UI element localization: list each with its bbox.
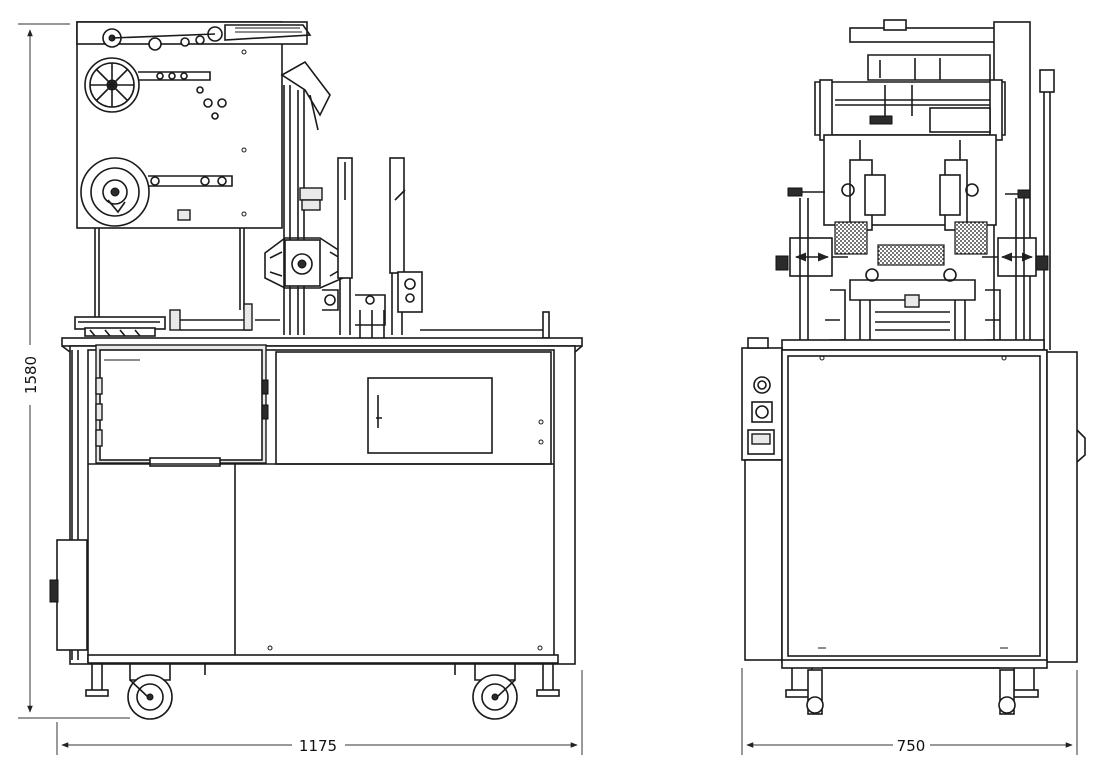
heater-center: [877, 244, 945, 266]
side-width-dimension-label: 750: [897, 737, 926, 755]
upper-film-reel: [84, 57, 140, 113]
dimension-height: 1580: [18, 23, 130, 719]
side-cabinet: [744, 349, 1086, 669]
dimension-front-width: 1175: [56, 670, 583, 755]
heater-left: [834, 221, 868, 255]
front-cabinet: [69, 344, 576, 665]
front-view: [49, 21, 583, 720]
lower-film-reel: [80, 157, 150, 227]
side-control-panel: [741, 337, 791, 461]
front-width-dimension-label: 1175: [299, 737, 337, 755]
side-view: [741, 19, 1086, 715]
side-lower-mechanism: [825, 268, 1001, 341]
side-table-top: [781, 339, 1045, 351]
side-adjusters: [775, 187, 1049, 345]
side-electrical-box: [56, 539, 88, 651]
dimension-side-width: 750: [741, 668, 1078, 755]
front-casters: [85, 663, 560, 720]
height-dimension-label: 1580: [22, 356, 40, 394]
heater-right: [954, 221, 988, 255]
sealing-mechanism: [264, 60, 423, 338]
film-unwind-head: [76, 21, 312, 229]
side-casters: [785, 667, 1039, 715]
infeed-conveyor: [74, 303, 550, 339]
